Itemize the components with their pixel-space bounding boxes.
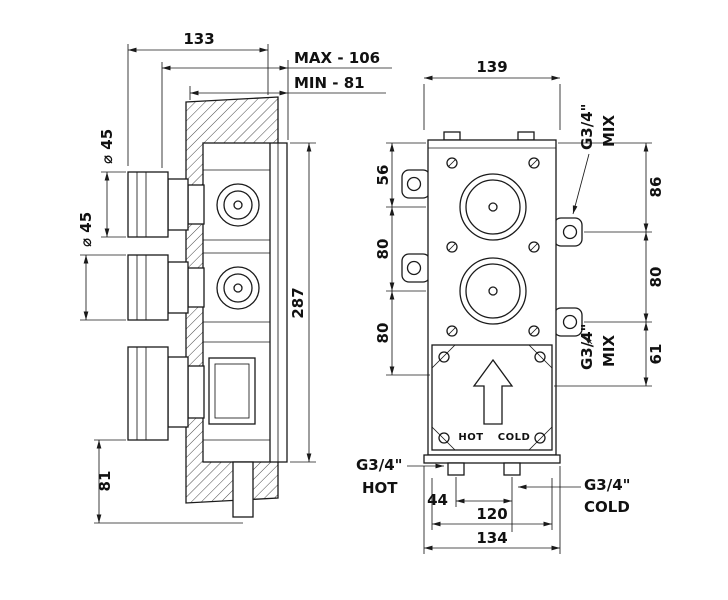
up-arrow-icon xyxy=(472,358,514,425)
handle-middle xyxy=(127,254,205,321)
inlet-cold-thread-label: G3/4" xyxy=(584,476,630,494)
dim-overall-width: 133 xyxy=(183,30,214,48)
cartridge-lower xyxy=(459,257,527,325)
handle-bottom xyxy=(127,346,205,441)
dim-right-top: 86 xyxy=(647,177,665,198)
mix-outlet-upper xyxy=(553,217,583,247)
valve-body-front: HOT COLD xyxy=(401,131,583,476)
dim-inlet-spacing: 44 xyxy=(427,491,448,509)
side-view: 133 MAX - 106 MIN - 81 ⌀ 45 ⌀ 45 xyxy=(77,30,392,524)
mounting-tab-left-lower xyxy=(401,253,431,283)
dim-min-depth: MIN - 81 xyxy=(294,74,365,92)
cold-inlet-stub xyxy=(503,462,521,476)
dim-bottom-section: 81 xyxy=(96,471,114,492)
plate-cold-label: COLD xyxy=(498,432,531,443)
inlet-cold-label: COLD xyxy=(584,498,630,516)
dim-top-to-cartridge: 56 xyxy=(374,165,392,186)
dim-body-width: 139 xyxy=(476,58,507,76)
plate-hot-label: HOT xyxy=(458,432,483,443)
diverter-plate: HOT COLD xyxy=(431,344,553,451)
dim-base-inner: 120 xyxy=(476,505,507,523)
valve-body-side xyxy=(202,142,288,518)
fastener-screws xyxy=(446,157,540,337)
outlet-top-mix-label: MIX xyxy=(600,114,618,147)
dim-max-depth: MAX - 106 xyxy=(294,49,380,67)
dim-cartridge-spacing-lower: 80 xyxy=(374,323,392,344)
mounting-tab-left-upper xyxy=(401,169,431,199)
cartridge-upper xyxy=(459,173,527,241)
handle-top xyxy=(127,171,205,238)
outlet-top-thread-label: G3/4" xyxy=(578,104,596,150)
dim-handle-diameter-top: ⌀ 45 xyxy=(98,129,116,164)
outlet-mid-thread-label: G3/4" xyxy=(578,324,596,370)
inlet-hot-thread-label: G3/4" xyxy=(356,456,402,474)
supply-stub-side xyxy=(232,461,254,518)
front-view: HOT COLD 139 56 80 80 xyxy=(356,58,665,554)
hot-inlet-stub xyxy=(447,462,465,476)
dim-right-bottom: 61 xyxy=(647,344,665,365)
front-dimensions: 139 56 80 80 86 80 61 G3/4" MI xyxy=(356,58,665,554)
dim-cartridge-spacing-upper: 80 xyxy=(374,239,392,260)
dim-right-mid: 80 xyxy=(647,267,665,288)
dim-base-outer: 134 xyxy=(476,529,507,547)
inlet-hot-label: HOT xyxy=(362,479,398,497)
dim-handle-diameter-mid: ⌀ 45 xyxy=(77,212,95,247)
dim-overall-height: 287 xyxy=(289,287,307,318)
outlet-mid-mix-label: MIX xyxy=(600,334,618,367)
base-flange xyxy=(423,454,561,464)
side-dimensions: 133 MAX - 106 MIN - 81 ⌀ 45 ⌀ 45 xyxy=(77,30,392,524)
